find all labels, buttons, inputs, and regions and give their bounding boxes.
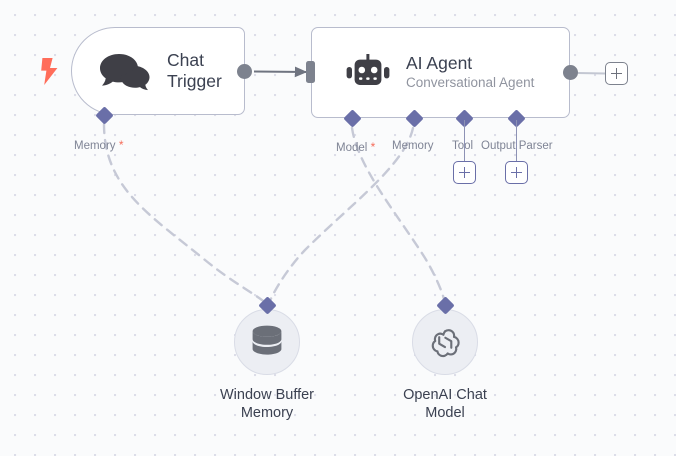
openai-logo-icon (431, 329, 460, 358)
node-chat-trigger-title: Chat Trigger (167, 50, 222, 91)
add-output-parser-button[interactable] (505, 161, 528, 184)
plus-icon (611, 68, 622, 79)
subnode-openai-chat-model-circle[interactable] (412, 309, 478, 375)
ai-agent-tool-label: Tool (452, 140, 474, 152)
ai-agent-model-label: Model * (336, 140, 375, 154)
chat-bubbles-icon (99, 51, 153, 91)
subnode-window-buffer-memory[interactable]: Window Buffer Memory (220, 309, 337, 423)
node-ai-agent-text: AI Agent Conversational Agent (406, 53, 534, 92)
node-ai-agent-subtitle: Conversational Agent (406, 74, 535, 90)
chat-trigger-memory-required-star: * (115, 138, 124, 152)
add-node-after-ai-agent-button[interactable] (605, 62, 628, 85)
chat-trigger-memory-label: Memory * (74, 138, 124, 152)
node-chat-trigger-text: Chat Trigger (167, 50, 222, 91)
chat-bubbles-glyph (100, 54, 150, 91)
plus-icon (459, 167, 470, 178)
subnode-openai-chat-model[interactable]: OpenAI Chat Model (403, 309, 515, 423)
node-ai-agent[interactable]: AI Agent Conversational Agent (311, 27, 570, 118)
chat-trigger-output-port[interactable] (237, 64, 252, 79)
ai-agent-model-required-star: * (367, 140, 376, 154)
ai-agent-model-label-text: Model (336, 142, 368, 154)
node-ai-agent-title: AI Agent (406, 53, 473, 74)
add-tool-button[interactable] (453, 161, 476, 184)
ai-agent-output-port[interactable] (563, 65, 578, 80)
edge-ai-agent-output-to-add (577, 72, 606, 75)
edge-ai-agent-memory-to-window-buffer[interactable] (267, 126, 415, 305)
edge-ai-agent-model-to-openai[interactable] (350, 126, 447, 305)
ai-agent-input-port[interactable] (306, 61, 315, 83)
edge-chat-trigger-memory-to-window-buffer[interactable] (102, 122, 268, 305)
robot-icon (345, 53, 391, 92)
subnode-openai-chat-model-label: OpenAI Chat Model (403, 387, 487, 422)
ai-agent-output-parser-stub (515, 120, 518, 161)
lightning-bolt-glyph (41, 58, 58, 85)
lightning-bolt-icon (41, 58, 59, 90)
ai-agent-memory-label: Memory (392, 140, 434, 152)
edge-chat-trigger-to-ai-agent[interactable] (253, 66, 308, 78)
plus-icon (511, 167, 522, 178)
subnode-window-buffer-memory-circle[interactable] (234, 309, 300, 375)
database-icon (252, 325, 282, 355)
chat-trigger-memory-label-text: Memory (74, 140, 116, 152)
node-chat-trigger[interactable]: Chat Trigger (71, 27, 245, 115)
ai-agent-tool-stub (463, 120, 466, 161)
subnode-window-buffer-memory-label: Window Buffer Memory (219, 387, 315, 422)
robot-glyph (346, 53, 390, 85)
